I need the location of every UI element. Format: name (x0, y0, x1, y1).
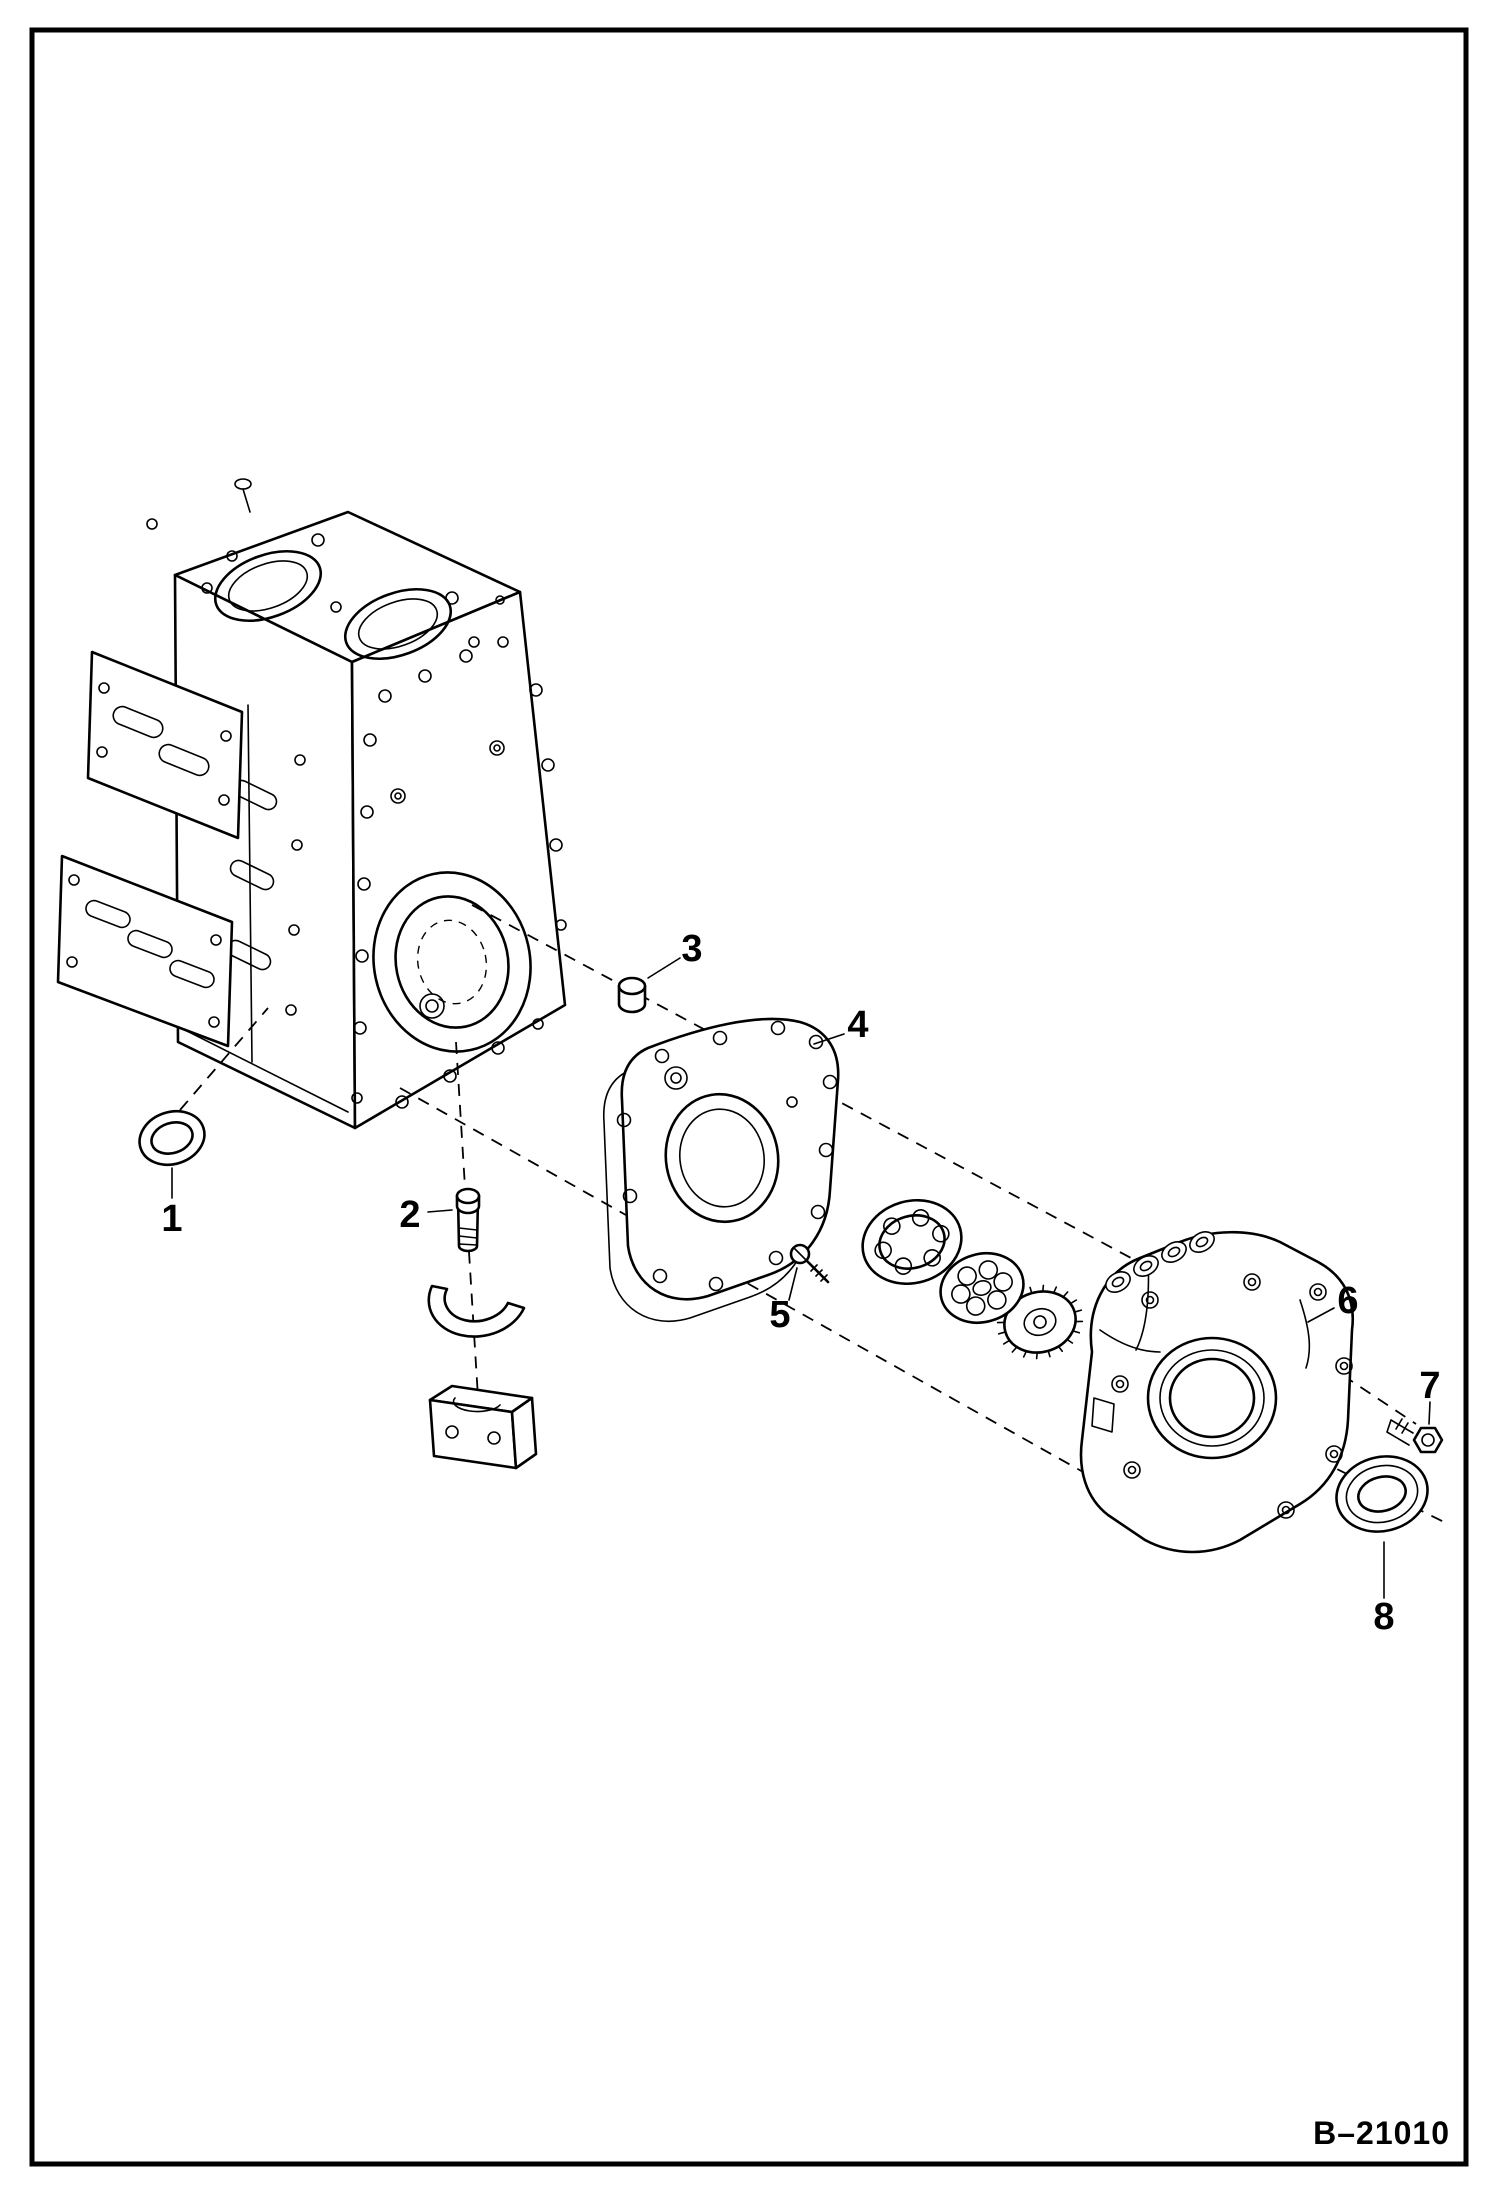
block-top-holes (201, 533, 505, 648)
callout-3: 3 (681, 928, 702, 970)
leader-2 (427, 1209, 453, 1213)
figure-number: B–21010 (1313, 2115, 1450, 2151)
leader-5 (788, 1267, 798, 1301)
callout-5: 5 (769, 1294, 790, 1336)
block-front-holes (351, 636, 567, 1109)
housing-bosses (1105, 1231, 1215, 1293)
callout-1: 1 (161, 1198, 182, 1240)
outer-rotor (861, 1198, 963, 1286)
centerline-lower (399, 1087, 1109, 1487)
callout-2: 2 (399, 1194, 420, 1236)
plate-rim-holes (616, 1020, 838, 1292)
part-4-gearcase-plate (602, 1017, 840, 1323)
part-3-plug (617, 976, 647, 1014)
leader-3 (647, 957, 681, 979)
part-7-bolt (1386, 1418, 1444, 1454)
leader-6 (1307, 1307, 1335, 1323)
centerline-seal-front (179, 1007, 269, 1111)
cylinder-bores (213, 550, 453, 660)
gear-set (861, 1198, 1084, 1360)
block-front-opening (372, 871, 532, 1053)
bearing-shell (427, 1284, 526, 1338)
leader-4 (813, 1033, 845, 1045)
callout-7: 7 (1419, 1365, 1440, 1407)
housing-bolt-holes (1111, 1273, 1353, 1519)
block-left-face (173, 573, 357, 1130)
leader-7 (1428, 1401, 1431, 1425)
bearing-cap (428, 1384, 538, 1470)
callout-8: 8 (1373, 1596, 1394, 1638)
inner-rotor (939, 1252, 1025, 1324)
callouts: 1 2 3 4 5 6 7 8 (161, 928, 1440, 1638)
block-top-fitting (146, 478, 252, 530)
page-border (29, 27, 1469, 2167)
housing-bore (1146, 1336, 1278, 1460)
part-5-screw (789, 1243, 830, 1284)
part-6-gearcase-cover (1079, 1230, 1355, 1554)
part-8-seal (1335, 1455, 1429, 1533)
part-1-seal (138, 1109, 206, 1167)
callout-4: 4 (847, 1004, 868, 1046)
block-skirt-line (184, 1029, 349, 1113)
gasket-plates (56, 650, 244, 1048)
callout-6: 6 (1337, 1280, 1358, 1322)
crank-gear (996, 1284, 1084, 1360)
part-2-bolt (455, 1187, 481, 1253)
